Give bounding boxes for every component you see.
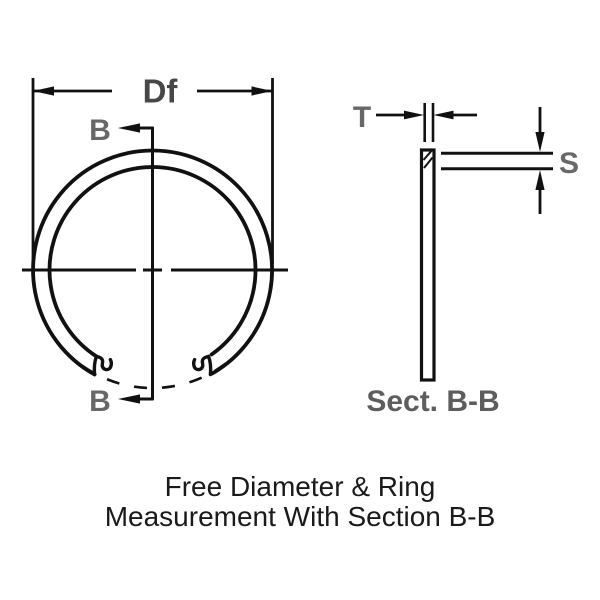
section-marker-top-label: B [89,114,111,147]
section-bar [419,148,436,382]
t-dimension [376,103,477,142]
s-dimension [441,107,553,214]
df-arrowhead-left-icon [33,86,54,96]
df-arrowhead-right-icon [251,86,273,96]
ring-left-lug [92,354,114,377]
t-arrowhead-right-icon [433,110,454,120]
figure-caption-line1: Free Diameter & Ring [164,471,436,502]
t-arrowhead-left-icon [404,110,424,120]
s-arrowhead-up-icon [535,170,545,190]
figure-caption-line2: Measurement With Section B-B [104,501,496,532]
t-label: T [353,101,371,134]
section-marker-bottom-label: B [89,385,111,418]
section-view-title: Sect. B-B [366,385,499,418]
df-label: Df [143,73,179,110]
ring-front-view [22,126,288,401]
s-label: S [559,147,579,180]
section-marker-bottom-arrowhead-icon [118,394,140,404]
figure-caption: Free Diameter & Ring Measurement With Se… [0,472,600,532]
s-arrowhead-down-icon [535,132,545,152]
section-hatching [422,150,434,169]
section-marker-top [118,123,154,133]
section-marker-top-arrowhead-icon [118,123,140,133]
section-marker-bottom [118,394,154,404]
section-view [419,148,436,382]
df-dimension [31,78,274,264]
ring-inner-arc [47,165,258,359]
ring-right-lug [191,354,213,377]
